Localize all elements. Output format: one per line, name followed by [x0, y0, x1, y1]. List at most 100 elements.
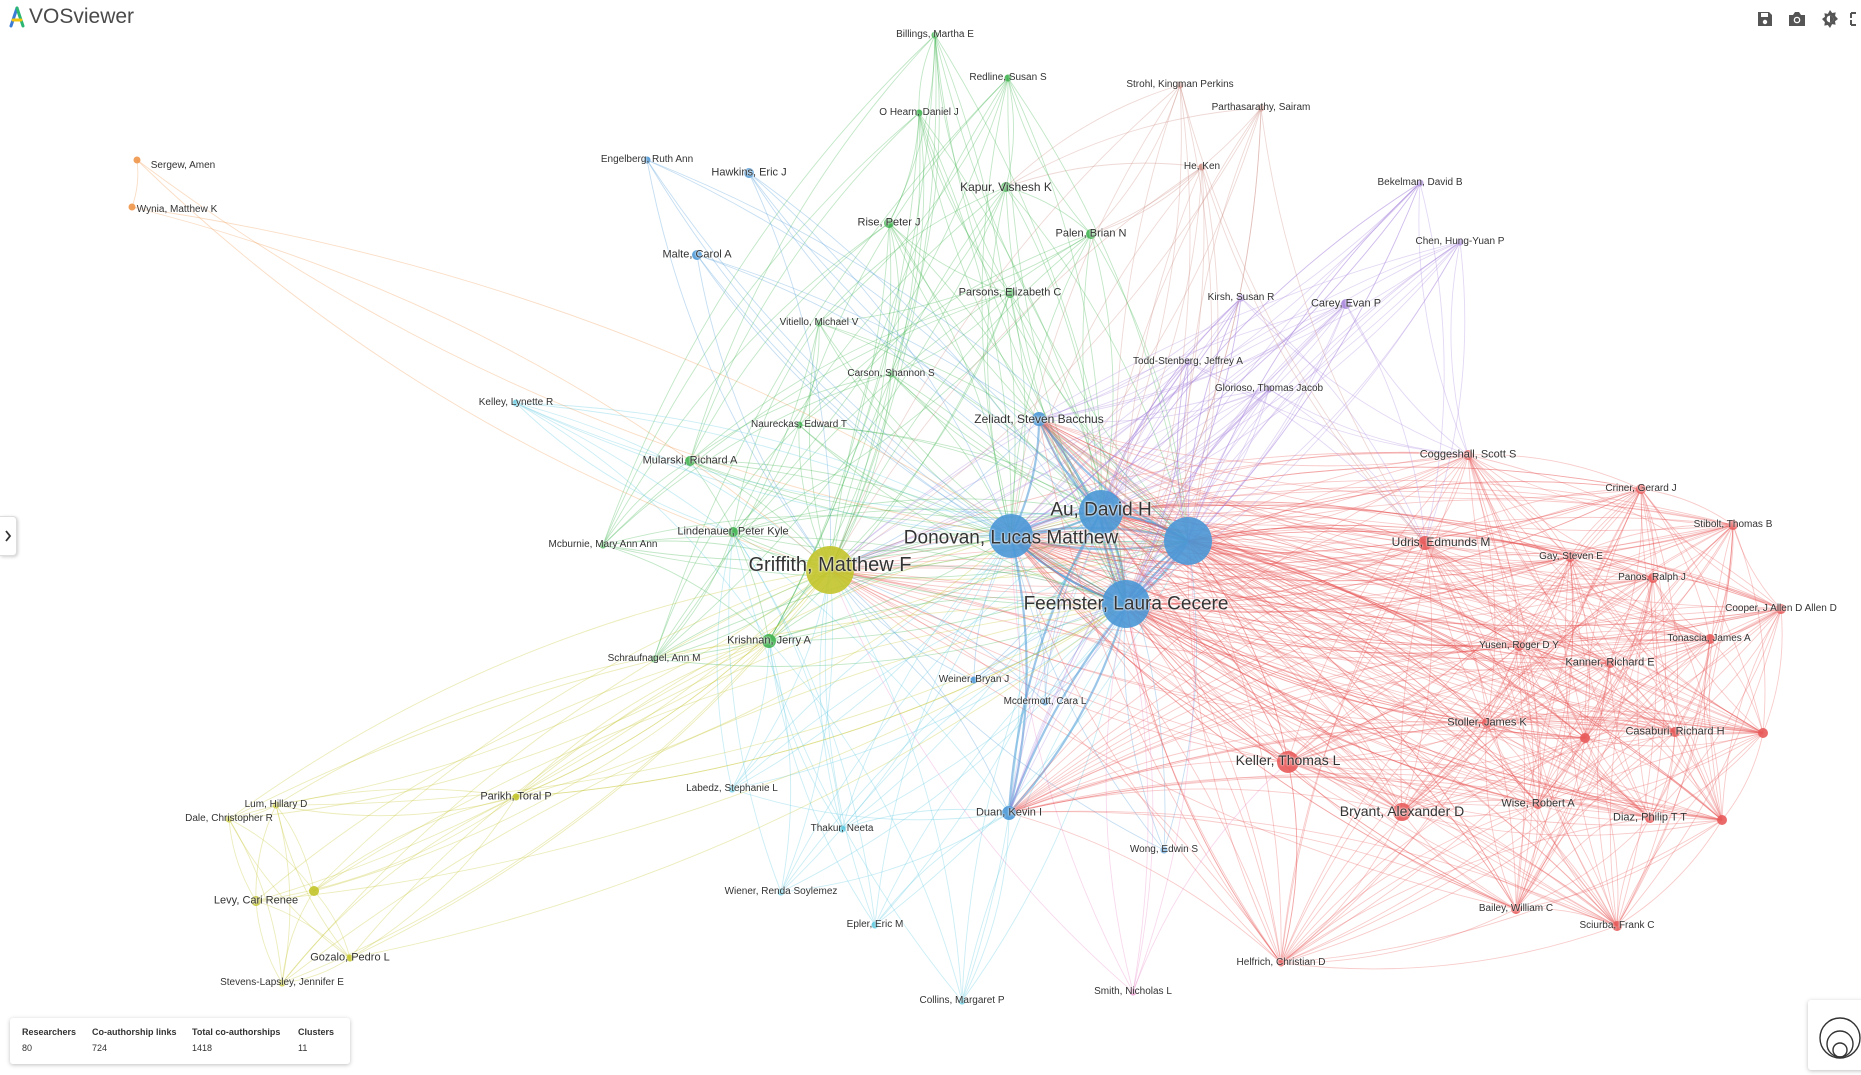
node-rise[interactable]: [884, 218, 894, 228]
node-collins[interactable]: [958, 997, 966, 1005]
node-wiener[interactable]: [777, 888, 785, 896]
node-panos[interactable]: [1648, 573, 1658, 583]
coauthorship-link: [1100, 166, 1203, 513]
node-unlabeled-blue[interactable]: [1164, 517, 1212, 565]
node-au[interactable]: [1079, 490, 1123, 534]
node-levy[interactable]: [251, 896, 261, 906]
coauthorship-link: [1518, 630, 1711, 647]
node-engelberg[interactable]: [643, 156, 651, 164]
node-kanner[interactable]: [1605, 658, 1615, 668]
coauthorship-link: [1569, 556, 1651, 819]
node-stoller[interactable]: [1482, 718, 1492, 728]
node-parikh[interactable]: [512, 793, 520, 801]
node-zeliadt[interactable]: [1032, 412, 1046, 426]
node-smith[interactable]: [1129, 988, 1137, 996]
node-todd[interactable]: [1184, 358, 1192, 366]
screenshot-button[interactable]: [1784, 6, 1810, 32]
coauthorship-link: [689, 460, 770, 642]
coauthorship-link: [131, 159, 139, 208]
node-griffith[interactable]: [806, 546, 854, 594]
node-udris[interactable]: [1418, 536, 1432, 550]
coauthorship-link: [1038, 418, 1764, 734]
node-red-unlabeled-2[interactable]: [1758, 728, 1768, 738]
node-keller[interactable]: [1277, 751, 1299, 773]
node-dale[interactable]: [225, 815, 233, 823]
coauthorship-link: [731, 511, 1102, 790]
node-kelley[interactable]: [512, 399, 520, 407]
node-epler[interactable]: [871, 921, 879, 929]
node-diaz[interactable]: [1645, 813, 1655, 823]
node-kapur[interactable]: [1001, 182, 1011, 192]
node-wynia[interactable]: [128, 203, 136, 211]
node-gozalo[interactable]: [346, 954, 354, 962]
node-hawkins[interactable]: [744, 168, 754, 178]
coauthorship-link: [981, 77, 1012, 537]
node-krishnan[interactable]: [762, 634, 776, 648]
zoom-control[interactable]: [1808, 1000, 1861, 1070]
node-malte[interactable]: [692, 250, 702, 260]
node-lum[interactable]: [272, 801, 280, 809]
node-coggeshall[interactable]: [1463, 450, 1473, 460]
node-he[interactable]: [1198, 163, 1206, 171]
coauthorship-link: [768, 596, 1127, 642]
node-mcburnie[interactable]: [599, 541, 607, 549]
node-carey[interactable]: [1341, 299, 1351, 309]
node-criner[interactable]: [1636, 484, 1646, 494]
node-carson[interactable]: [887, 370, 895, 378]
node-lindenauer[interactable]: [728, 527, 738, 537]
node-bailey[interactable]: [1511, 904, 1521, 914]
node-naureckas[interactable]: [795, 421, 803, 429]
coauthorship-link: [313, 796, 517, 892]
node-labedz[interactable]: [728, 785, 736, 793]
node-thakur[interactable]: [838, 825, 846, 833]
node-red-unlabeled-3[interactable]: [1717, 815, 1727, 825]
node-duan[interactable]: [1002, 806, 1016, 820]
node-stevens[interactable]: [278, 979, 286, 987]
node-red-unlabeled-1[interactable]: [1580, 733, 1590, 743]
fullscreen-button[interactable]: [1848, 6, 1861, 32]
coauthorship-link: [1616, 608, 1782, 927]
node-sergew[interactable]: [133, 156, 141, 164]
node-schraufnagel[interactable]: [650, 655, 658, 663]
node-chen[interactable]: [1456, 238, 1464, 246]
node-redline[interactable]: [1004, 74, 1012, 82]
node-casaburi[interactable]: [1670, 727, 1680, 737]
node-billings[interactable]: [931, 31, 939, 39]
node-wise[interactable]: [1533, 799, 1543, 809]
node-sciurba[interactable]: [1612, 921, 1622, 931]
node-vitiello[interactable]: [815, 319, 823, 327]
node-bryant[interactable]: [1393, 803, 1411, 821]
node-bekelman[interactable]: [1416, 179, 1424, 187]
coauthorship-link: [829, 569, 1651, 819]
node-feemster[interactable]: [1102, 580, 1150, 628]
coauthorship-link: [1100, 511, 1403, 813]
coauthorship-link: [1569, 556, 1711, 640]
node-parthasarathy[interactable]: [1257, 104, 1265, 112]
node-cooper[interactable]: [1776, 604, 1786, 614]
node-mcdermott[interactable]: [1041, 698, 1049, 706]
node-parsons[interactable]: [1005, 288, 1015, 298]
node-glorioso[interactable]: [1265, 385, 1273, 393]
node-wong[interactable]: [1160, 846, 1168, 854]
save-button[interactable]: [1752, 6, 1778, 32]
node-stibolt[interactable]: [1728, 520, 1738, 530]
coauthorship-link: [888, 34, 936, 224]
node-strohl[interactable]: [1176, 81, 1184, 89]
node-kirsh[interactable]: [1237, 294, 1245, 302]
coauthorship-link: [1125, 603, 1289, 763]
node-helfrich[interactable]: [1277, 959, 1285, 967]
node-donovan[interactable]: [989, 514, 1033, 558]
sidebar-toggle-button[interactable]: [0, 516, 17, 556]
node-ohearn[interactable]: [915, 109, 923, 117]
stat-total-value: 1418: [192, 1043, 213, 1053]
node-yusen[interactable]: [1514, 641, 1524, 651]
theme-button[interactable]: [1817, 6, 1843, 32]
node-mularski[interactable]: [685, 456, 695, 466]
node-yellow-unlabeled[interactable]: [309, 886, 319, 896]
node-weiner[interactable]: [970, 676, 978, 684]
coauthorship-link: [1187, 540, 1586, 739]
node-gay[interactable]: [1565, 552, 1575, 562]
node-tonascia[interactable]: [1705, 634, 1715, 644]
node-palen[interactable]: [1086, 229, 1096, 239]
